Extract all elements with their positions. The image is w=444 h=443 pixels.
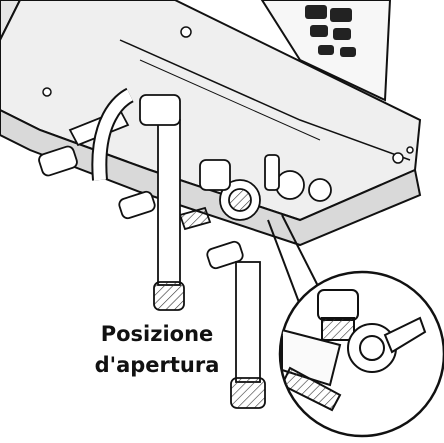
valve-cluster	[139, 94, 332, 221]
pipes	[91, 87, 266, 409]
control-panel	[260, 0, 392, 102]
magnifier-detail	[278, 270, 444, 438]
callout-label: Posizione d'apertura	[82, 319, 232, 381]
callout-line-2: d'apertura	[94, 353, 220, 377]
boiler-casing	[0, 0, 422, 247]
casing-screws	[42, 26, 414, 164]
callout-line-1: Posizione	[100, 322, 214, 346]
leader-lines	[267, 214, 321, 306]
